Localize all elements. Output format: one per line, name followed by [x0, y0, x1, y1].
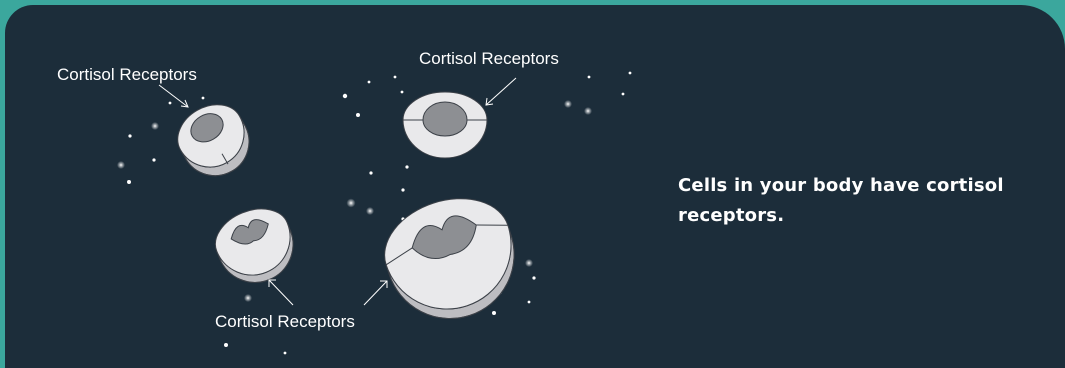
diagram-panel: Cortisol Receptors Cortisol Receptors Co…: [5, 5, 1065, 368]
arrow-top-center: [486, 78, 516, 105]
particle: [492, 311, 496, 315]
particle: [202, 97, 205, 100]
particle: [401, 91, 404, 94]
headline-text: Cells in your body have cortisol recepto…: [678, 171, 1008, 231]
particle: [369, 171, 372, 174]
particle: [152, 158, 155, 161]
particle: [244, 294, 252, 302]
nucleus: [423, 102, 467, 136]
particle: [347, 199, 356, 208]
particle: [584, 107, 592, 115]
particle: [588, 76, 591, 79]
particle: [343, 94, 347, 98]
particle: [405, 165, 408, 168]
particle: [401, 188, 404, 191]
particle: [525, 259, 533, 267]
particle: [284, 352, 287, 355]
particle: [564, 100, 572, 108]
arrow-bottom-right: [364, 281, 387, 305]
particle: [128, 134, 131, 137]
label-cortisol-receptors-top-left: Cortisol Receptors: [57, 65, 197, 85]
particle: [127, 180, 131, 184]
particle: [532, 276, 535, 279]
cell-large: [373, 183, 531, 335]
particle: [169, 102, 172, 105]
particle: [151, 122, 159, 130]
particle: [117, 161, 125, 169]
particle: [629, 72, 632, 75]
particle: [356, 113, 360, 117]
cell-bottom-left: [207, 199, 304, 294]
particle: [622, 93, 625, 96]
label-cortisol-receptors-bottom: Cortisol Receptors: [215, 312, 355, 332]
label-cortisol-receptors-top-center: Cortisol Receptors: [419, 49, 559, 69]
cell-top-center: [403, 92, 487, 158]
particle: [224, 343, 228, 347]
particle: [528, 301, 531, 304]
arrow-top-left: [159, 85, 188, 107]
particle: [394, 76, 397, 79]
particle: [368, 81, 371, 84]
particle: [366, 207, 374, 215]
cell-top-left: [168, 93, 262, 188]
arrow-bottom-left: [269, 280, 293, 305]
